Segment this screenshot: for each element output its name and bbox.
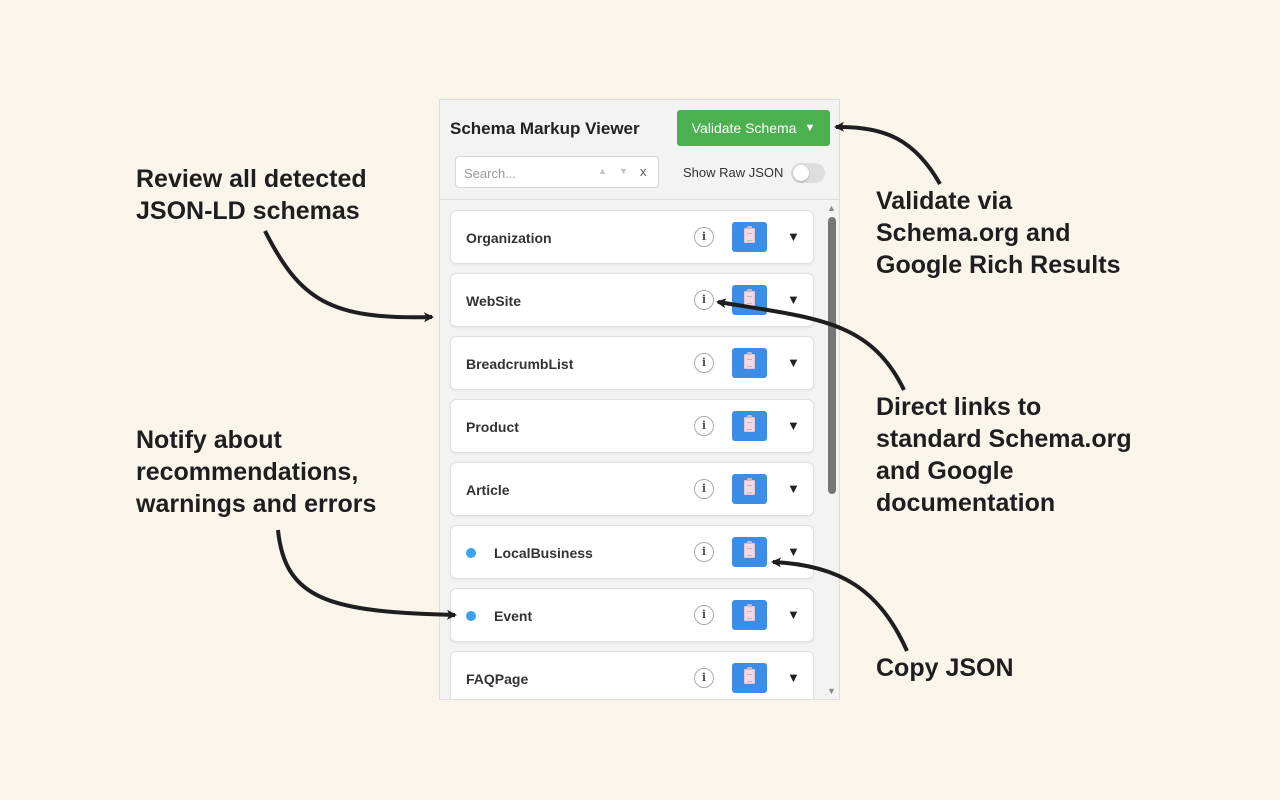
chevron-down-icon[interactable]: ▼ — [787, 607, 800, 622]
callout-notify-issues: Notify about recommendations, warnings a… — [136, 426, 377, 518]
search-clear-icon[interactable]: x — [640, 164, 647, 179]
search-next-icon[interactable]: ▼ — [619, 166, 628, 176]
schema-card-event[interactable]: Event i ▼ — [450, 588, 814, 642]
schema-card-website[interactable]: WebSite i ▼ — [450, 273, 814, 327]
schema-type-label: Article — [466, 482, 510, 498]
copy-json-button[interactable] — [732, 411, 767, 441]
clipboard-icon — [744, 226, 755, 243]
callout-validate: Validate via Schema.org and Google Rich … — [876, 187, 1121, 279]
copy-json-button[interactable] — [732, 600, 767, 630]
chevron-down-icon[interactable]: ▼ — [787, 670, 800, 685]
arrow-validate — [834, 121, 942, 185]
validate-schema-button[interactable]: Validate Schema ▼ — [677, 110, 830, 146]
schema-card-product[interactable]: Product i ▼ — [450, 399, 814, 453]
notice-dot-icon — [466, 611, 476, 621]
schema-type-label: LocalBusiness — [494, 545, 593, 561]
schema-card-localbusiness[interactable]: LocalBusiness i ▼ — [450, 525, 814, 579]
clipboard-icon — [744, 667, 755, 684]
copy-json-button[interactable] — [732, 663, 767, 693]
chevron-down-icon[interactable]: ▼ — [787, 481, 800, 496]
schema-type-label: Product — [466, 419, 519, 435]
validate-schema-label: Validate Schema — [691, 120, 797, 136]
info-icon[interactable]: i — [694, 353, 714, 373]
schema-viewer-panel: Schema Markup Viewer Validate Schema ▼ ▲… — [439, 99, 840, 700]
clipboard-icon — [744, 478, 755, 495]
clipboard-icon — [744, 541, 755, 558]
caret-down-icon: ▼ — [804, 122, 816, 134]
search-input[interactable] — [462, 163, 596, 183]
toggle-knob — [793, 165, 809, 181]
schema-type-label: Event — [494, 608, 533, 624]
chevron-down-icon[interactable]: ▼ — [787, 418, 800, 433]
info-icon[interactable]: i — [694, 542, 714, 562]
clipboard-icon — [744, 415, 755, 432]
schema-type-label: Organization — [466, 230, 552, 246]
scroll-thumb[interactable] — [828, 217, 836, 494]
info-icon[interactable]: i — [694, 605, 714, 625]
schema-type-label: FAQPage — [466, 671, 529, 687]
scroll-up-icon[interactable]: ▲ — [827, 203, 836, 213]
scroll-down-icon[interactable]: ▼ — [827, 686, 836, 696]
clipboard-icon — [744, 352, 755, 369]
copy-json-button[interactable] — [732, 222, 767, 252]
chevron-down-icon[interactable]: ▼ — [787, 544, 800, 559]
panel-header: Schema Markup Viewer Validate Schema ▼ ▲… — [440, 100, 839, 200]
copy-json-button[interactable] — [732, 537, 767, 567]
search-previous-icon[interactable]: ▲ — [598, 166, 607, 176]
schema-card-breadcrumblist[interactable]: BreadcrumbList i ▼ — [450, 336, 814, 390]
callout-copy-json: Copy JSON — [876, 654, 1014, 682]
arrow-notify — [276, 529, 457, 620]
clipboard-icon — [744, 604, 755, 621]
schema-card-organization[interactable]: Organization i ▼ — [450, 210, 814, 264]
chevron-down-icon[interactable]: ▼ — [787, 229, 800, 244]
copy-json-button[interactable] — [732, 285, 767, 315]
search-field: ▲ ▼ x — [455, 156, 659, 188]
copy-json-button[interactable] — [732, 348, 767, 378]
info-icon[interactable]: i — [694, 479, 714, 499]
arrow-review — [263, 230, 434, 323]
copy-json-button[interactable] — [732, 474, 767, 504]
notice-dot-icon — [466, 548, 476, 558]
clipboard-icon — [744, 289, 755, 306]
info-icon[interactable]: i — [694, 290, 714, 310]
schema-card-faqpage[interactable]: FAQPage i ▼ — [450, 651, 814, 699]
callout-documentation-links: Direct links to standard Schema.org and … — [876, 393, 1132, 517]
callout-review-schemas: Review all detected JSON-LD schemas — [136, 165, 367, 225]
info-icon[interactable]: i — [694, 416, 714, 436]
schema-type-label: BreadcrumbList — [466, 356, 574, 372]
chevron-down-icon[interactable]: ▼ — [787, 292, 800, 307]
info-icon[interactable]: i — [694, 227, 714, 247]
info-icon[interactable]: i — [694, 668, 714, 688]
scrollbar[interactable]: ▲ ▼ — [824, 200, 839, 699]
panel-title: Schema Markup Viewer — [450, 119, 640, 138]
chevron-down-icon[interactable]: ▼ — [787, 355, 800, 370]
schema-type-label: WebSite — [466, 293, 521, 309]
raw-json-toggle[interactable] — [791, 163, 825, 183]
raw-json-label: Show Raw JSON — [683, 165, 784, 180]
schema-card-article[interactable]: Article i ▼ — [450, 462, 814, 516]
